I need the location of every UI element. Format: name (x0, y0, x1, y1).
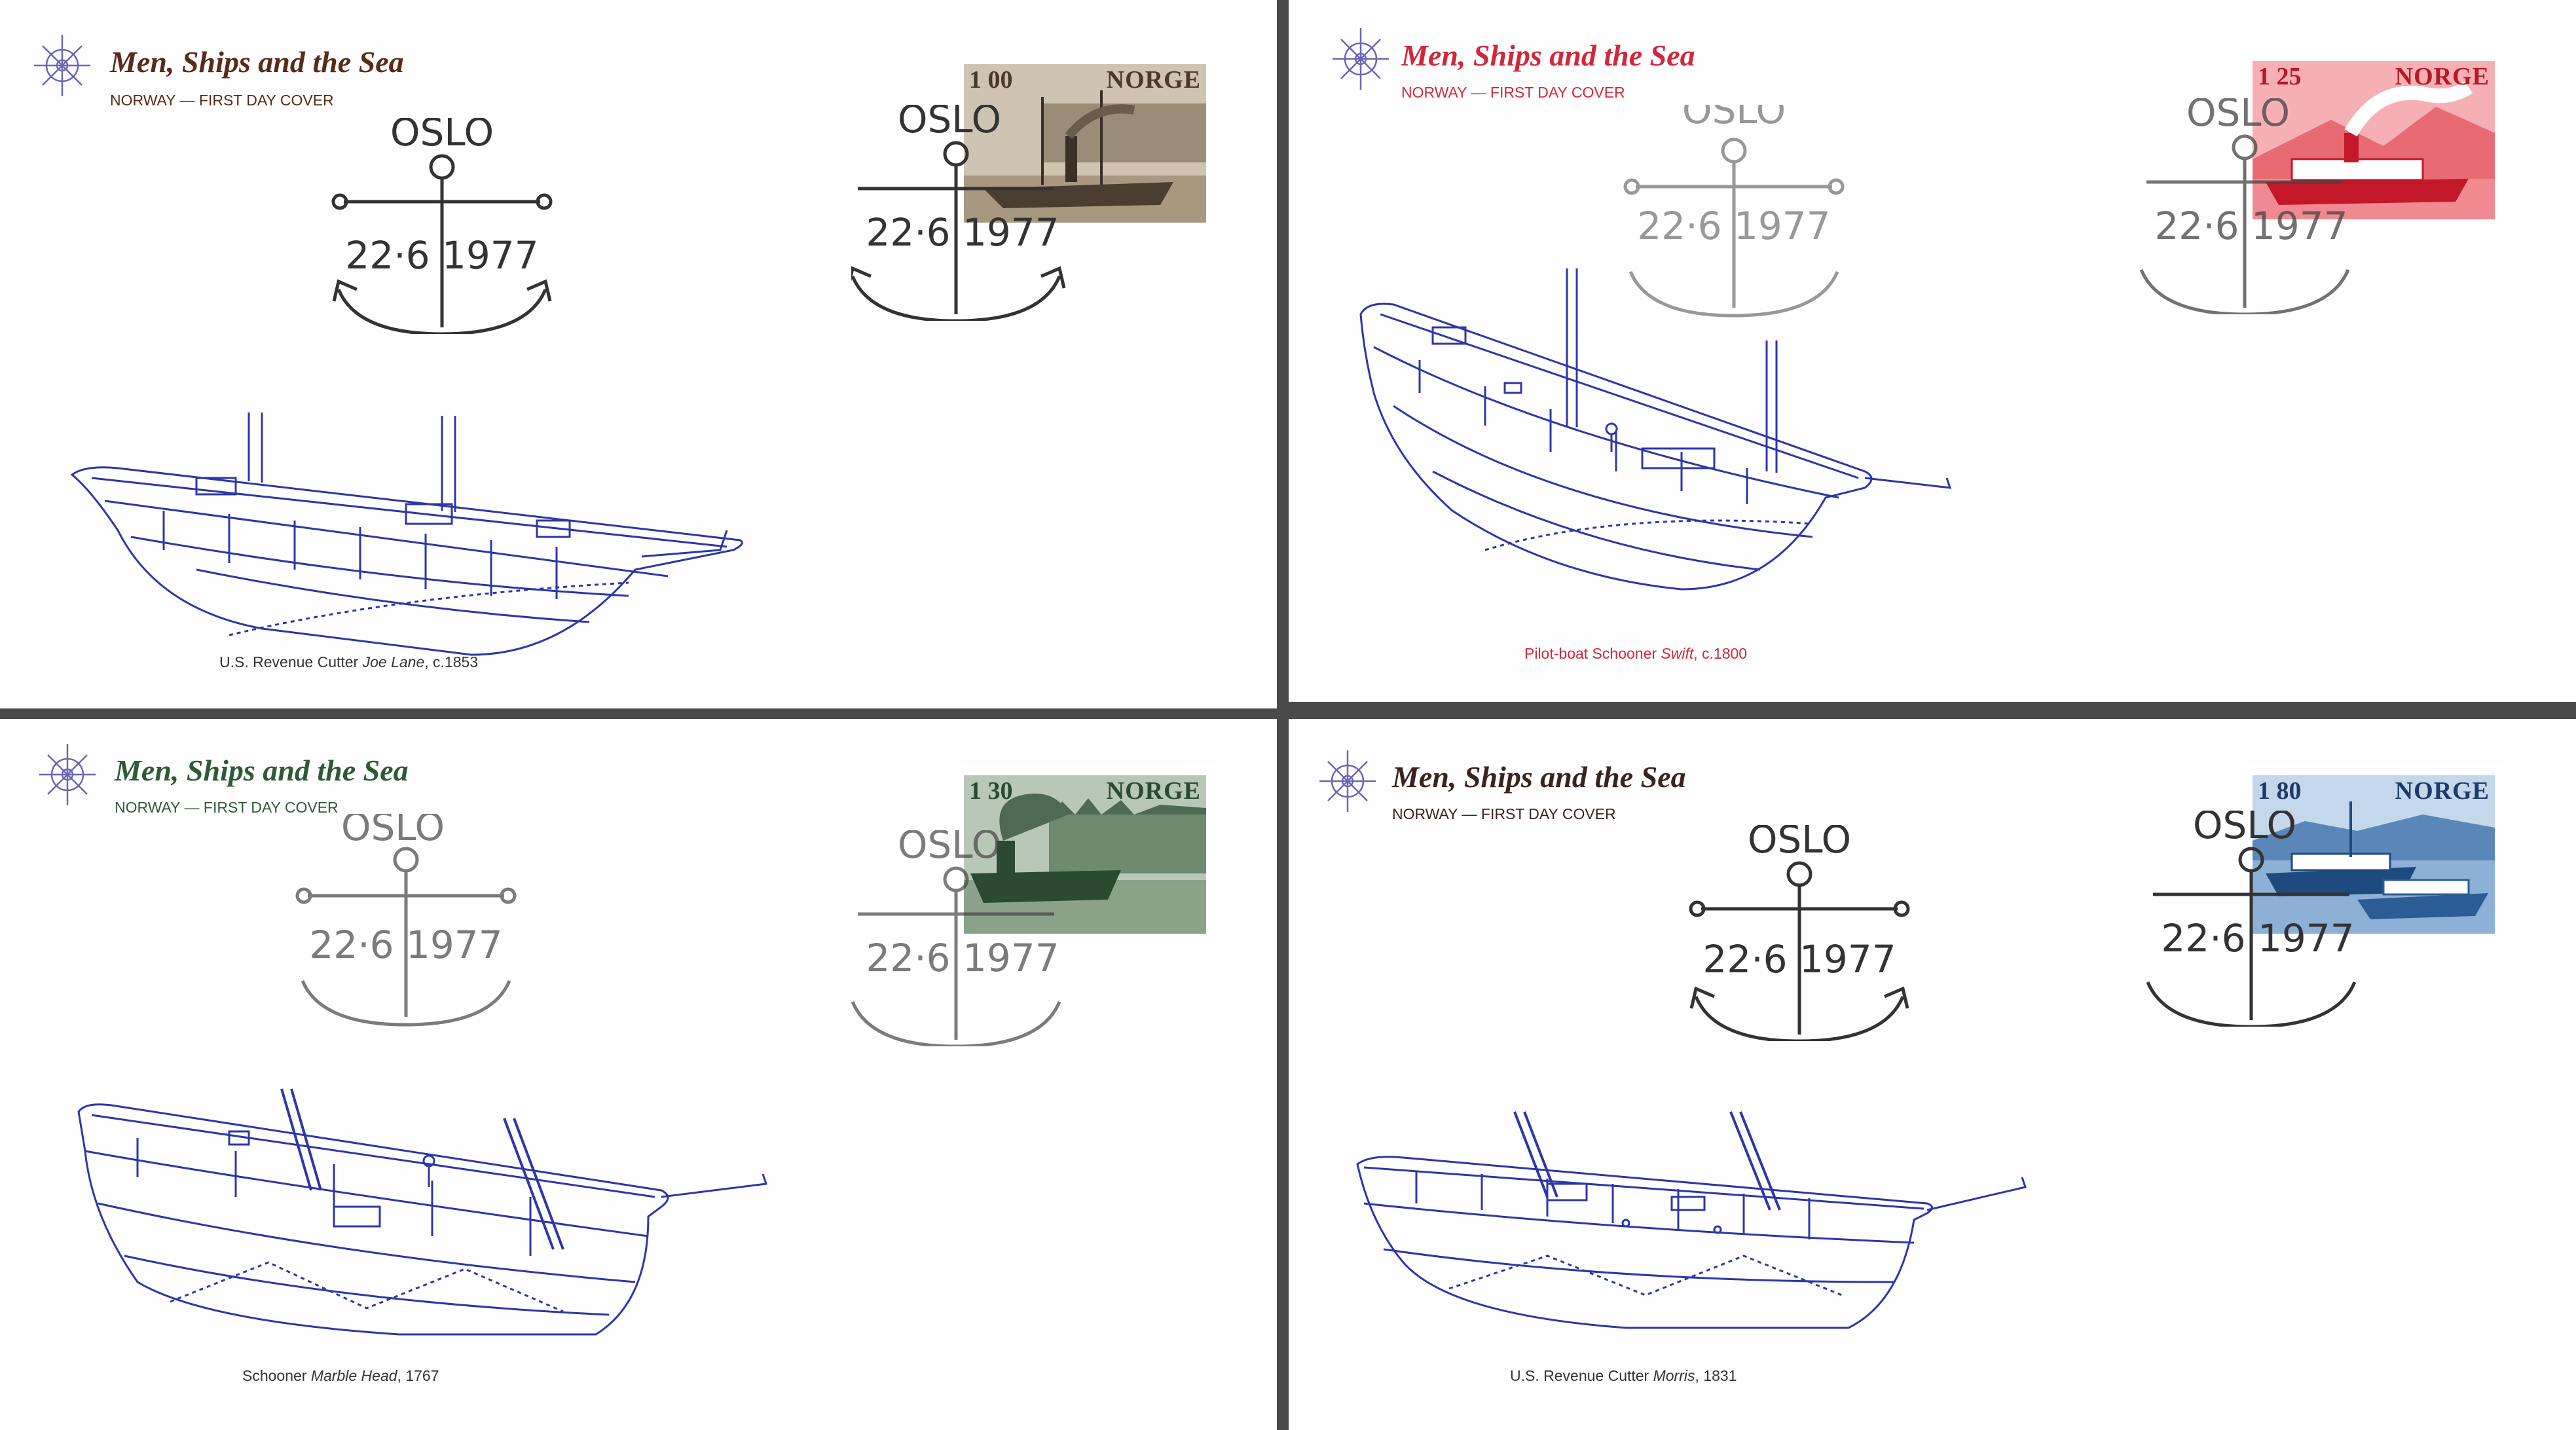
stamp: 1 25 NORGE (2246, 54, 2501, 226)
postmark-date: 22·6 1977 (866, 210, 1059, 255)
caption-prefix: U.S. Revenue Cutter (1510, 1367, 1653, 1384)
postmark-city: OSLO (1682, 105, 1786, 132)
cover-title: Men, Ships and the Sea (1401, 39, 1695, 72)
anchor-postmark: OSLO 22·6 1977 (1689, 825, 1910, 1041)
ship-wheel-icon (1333, 28, 1389, 90)
cover-joe-lane: Men, Ships and the Sea NORWAY — FIRST DA… (0, 0, 1277, 708)
caption-prefix: U.S. Revenue Cutter (219, 653, 363, 670)
stamp-country: NORGE (1106, 777, 1201, 805)
ship-drawing (70, 412, 743, 656)
ship-wheel-icon (1319, 750, 1376, 812)
stamp-image (2253, 775, 2495, 934)
cover-morris: Men, Ships and the Sea NORWAY — FIRST DA… (1289, 719, 2576, 1430)
ship-drawing (77, 1088, 768, 1336)
ship-wheel-icon (34, 35, 90, 96)
ship-caption: Pilot-boat Schooner Swift, c.1800 (1524, 645, 1747, 663)
stamp-value: 1 80 (2258, 777, 2302, 805)
cover-subtitle: NORWAY — FIRST DAY COVER (110, 92, 334, 109)
postmark-city: OSLO (2186, 98, 2290, 135)
anchor-postmark: OSLO 22·6 1977 (295, 814, 517, 1027)
caption-prefix: Schooner (242, 1367, 311, 1384)
postmark-date: 22·6 1977 (345, 233, 538, 278)
stamp-image (2253, 61, 2495, 219)
caption-ship-name: Joe Lane (362, 653, 425, 670)
caption-ship-name: Morris (1653, 1367, 1695, 1384)
ship-caption: U.S. Revenue Cutter Morris, 1831 (1510, 1367, 1737, 1385)
postmark-date: 22·6 1977 (2161, 916, 2354, 961)
stamp-country: NORGE (2395, 777, 2490, 805)
stamp-country: NORGE (1106, 66, 1201, 94)
stamp: 1 80 NORGE (2246, 769, 2501, 940)
anchor-postmark: OSLO 22·6 1977 (1623, 105, 1845, 318)
cover-title: Men, Ships and the Sea (110, 45, 404, 79)
caption-suffix: , 1767 (397, 1367, 439, 1384)
caption-ship-name: Marble Head (310, 1367, 397, 1384)
stamp-image (964, 64, 1206, 223)
postmark-date: 22·6 1977 (1637, 204, 1830, 248)
cover-subtitle: NORWAY — FIRST DAY COVER (115, 799, 339, 816)
ship-drawing (1356, 1111, 2027, 1329)
caption-ship-name: Swift (1661, 645, 1694, 662)
postmark-date: 22·6 1977 (2154, 204, 2347, 248)
ship-drawing (1359, 268, 1952, 591)
caption-suffix: , c.1853 (424, 653, 479, 670)
cover-subtitle: NORWAY — FIRST DAY COVER (1392, 805, 1616, 822)
postmark-city: OSLO (1748, 825, 1851, 862)
postmark-city: OSLO (341, 814, 445, 849)
cover-title: Men, Ships and the Sea (1392, 760, 1686, 794)
postmark-date: 22·6 1977 (866, 936, 1059, 980)
stamp-image (964, 775, 1206, 934)
caption-prefix: Pilot-boat Schooner (1524, 645, 1661, 662)
postmark-city: OSLO (898, 105, 1001, 141)
postmark-date: 22·6 1977 (309, 923, 502, 967)
stamp: 1 00 NORGE (957, 58, 1213, 229)
cover-subtitle: NORWAY — FIRST DAY COVER (1401, 84, 1625, 101)
caption-suffix: , c.1800 (1693, 645, 1748, 662)
stamp-cancel-postmark: OSLO 22·6 1977 (2140, 98, 2350, 314)
ship-wheel-icon (39, 744, 96, 805)
stamp-cancel-postmark: OSLO 22·6 1977 (851, 105, 1066, 321)
ship-caption: U.S. Revenue Cutter Joe Lane, c.1853 (219, 653, 478, 671)
stamp-cancel-postmark: OSLO 22·6 1977 (2146, 811, 2357, 1027)
postmark-date: 22·6 1977 (1702, 937, 1896, 981)
anchor-postmark: OSLO 22·6 1977 (331, 118, 553, 334)
cover-marble-head: Men, Ships and the Sea NORWAY — FIRST DA… (0, 719, 1277, 1430)
stamp-country: NORGE (2395, 63, 2490, 90)
stamp-value: 1 00 (969, 66, 1013, 94)
caption-suffix: , 1831 (1695, 1367, 1737, 1384)
stamp-value: 1 30 (969, 777, 1013, 805)
stamp-value: 1 25 (2258, 63, 2302, 90)
cover-title: Men, Ships and the Sea (115, 754, 409, 787)
ship-caption: Schooner Marble Head, 1767 (242, 1367, 439, 1385)
postmark-city: OSLO (898, 830, 1001, 867)
postmark-city: OSLO (390, 118, 494, 155)
stamp: 1 30 NORGE (957, 769, 1213, 940)
postmark-city: OSLO (2193, 811, 2296, 847)
stamp-cancel-postmark: OSLO 22·6 1977 (851, 830, 1061, 1046)
cover-swift: Men, Ships and the Sea NORWAY — FIRST DA… (1289, 0, 2576, 702)
